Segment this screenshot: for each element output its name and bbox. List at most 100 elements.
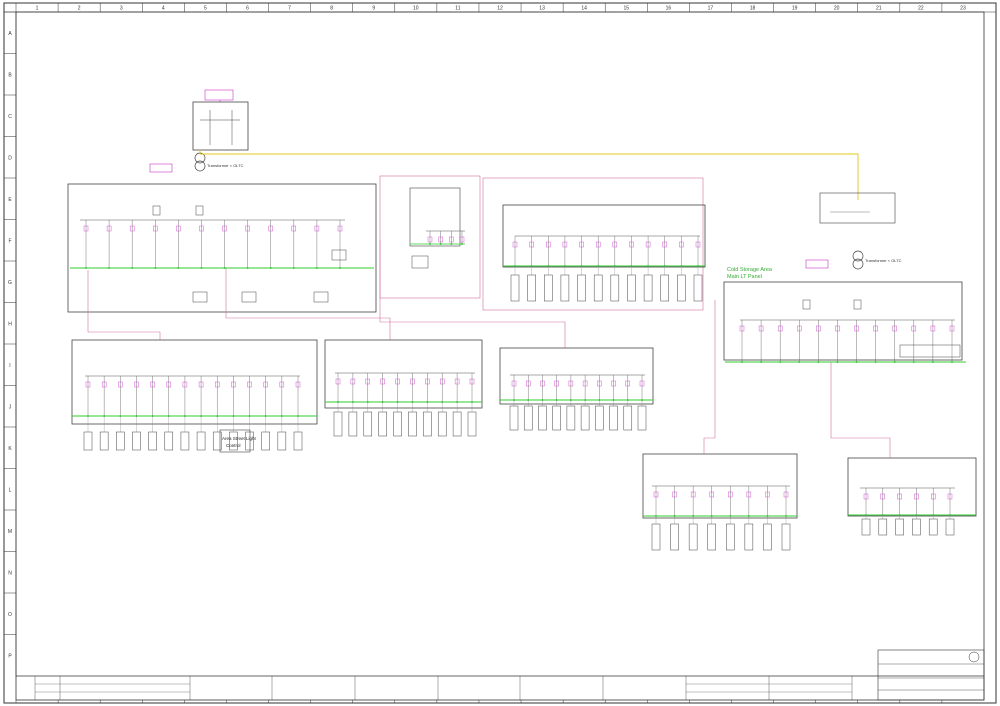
sheet-outer-border xyxy=(3,2,997,704)
earth-node xyxy=(154,267,157,269)
column-label: 4 xyxy=(162,6,165,12)
breaker-symbol xyxy=(335,378,341,385)
breaker-symbol xyxy=(728,491,733,498)
load-box xyxy=(878,518,888,536)
row-label: O xyxy=(8,612,12,618)
column-label: 7 xyxy=(288,6,291,12)
row-label: I xyxy=(9,363,10,369)
breaker-symbol xyxy=(930,325,936,332)
breaker-symbol xyxy=(612,241,618,248)
breaker-symbol xyxy=(880,493,885,500)
load-box xyxy=(261,431,270,451)
load-box xyxy=(643,274,653,302)
breaker-symbol xyxy=(526,380,531,387)
breaker-symbol xyxy=(554,380,559,387)
load-box xyxy=(544,274,553,302)
load-box xyxy=(180,431,190,451)
load-box xyxy=(623,405,633,431)
load-box xyxy=(895,518,904,536)
earth-node xyxy=(874,361,877,363)
breaker-symbol xyxy=(611,380,616,387)
feeders-cold-storage xyxy=(739,320,955,363)
load-box xyxy=(660,274,669,302)
breaker-symbol xyxy=(797,325,802,332)
area-street-light-line2: Control xyxy=(226,443,241,448)
area-street-light-line1: Area Street Light xyxy=(222,436,257,441)
breaker-symbol xyxy=(469,378,475,385)
row-label: H xyxy=(8,321,12,327)
main-transformer: Transformer < OLTC xyxy=(149,152,244,173)
breaker-symbol xyxy=(291,225,297,232)
breaker-symbol xyxy=(568,380,574,387)
load-box xyxy=(437,411,447,437)
load-box xyxy=(726,523,735,551)
load-box xyxy=(408,411,417,437)
feeder-cables xyxy=(87,240,891,458)
column-label: 1 xyxy=(36,6,39,12)
load-box xyxy=(744,523,754,551)
load-box xyxy=(245,431,254,451)
feeders-street-light xyxy=(83,376,303,451)
breaker-symbol xyxy=(582,380,588,387)
load-box xyxy=(293,431,303,451)
breaker-symbol xyxy=(835,325,840,332)
earth-node xyxy=(339,267,341,269)
panel-cold-storage xyxy=(723,281,966,363)
breaker-symbol xyxy=(892,325,897,332)
row-label: J xyxy=(9,404,12,410)
earth-node xyxy=(461,243,463,245)
breaker-symbol xyxy=(449,236,454,243)
title-block xyxy=(16,649,985,701)
breaker-symbol xyxy=(854,325,859,332)
panel-top-right xyxy=(482,177,706,311)
row-label: F xyxy=(8,238,11,244)
load-box xyxy=(580,405,590,431)
breaker-symbol xyxy=(645,241,651,248)
breaker-symbol xyxy=(440,378,445,385)
earth-node xyxy=(439,243,442,245)
load-box xyxy=(423,411,432,437)
load-box xyxy=(212,431,222,451)
column-label: 10 xyxy=(413,6,419,12)
breaker-symbol xyxy=(231,381,236,388)
breaker-symbol xyxy=(695,241,701,248)
earth-node xyxy=(855,361,858,363)
earth-node xyxy=(450,243,453,245)
panel-mid-1 xyxy=(324,339,483,409)
breaker-symbol xyxy=(758,325,764,332)
earth-node xyxy=(85,267,87,269)
column-label: 3 xyxy=(120,6,123,12)
breaker-symbol xyxy=(134,381,139,388)
breaker-symbol xyxy=(380,378,385,385)
breaker-symbol xyxy=(365,378,370,385)
panel-mid-2 xyxy=(499,347,654,405)
load-box xyxy=(560,274,570,302)
load-box xyxy=(510,274,520,302)
load-box xyxy=(707,523,716,551)
breaker-symbol xyxy=(931,493,936,500)
breaker-symbol xyxy=(949,325,955,332)
column-label: 14 xyxy=(581,6,587,12)
load-box xyxy=(928,518,938,536)
breaker-symbol xyxy=(595,241,601,248)
breaker-symbol xyxy=(709,491,714,498)
load-box xyxy=(164,431,174,451)
feeders-mid-1 xyxy=(333,373,477,437)
earth-node xyxy=(246,267,249,269)
breaker-symbol xyxy=(746,491,752,498)
row-label: A xyxy=(8,31,12,37)
breaker-symbol xyxy=(911,325,917,332)
breaker-symbol xyxy=(690,491,696,498)
column-label: 19 xyxy=(792,6,798,12)
row-label: D xyxy=(8,155,12,161)
load-box xyxy=(148,431,157,451)
breaker-symbol xyxy=(454,378,460,385)
breaker-symbol xyxy=(427,236,433,243)
load-box xyxy=(595,405,604,431)
row-label: G xyxy=(8,280,12,286)
breaker-symbol xyxy=(459,236,465,243)
breaker-symbol xyxy=(777,325,783,332)
earth-node xyxy=(131,267,134,269)
breaker-symbol xyxy=(150,381,155,388)
